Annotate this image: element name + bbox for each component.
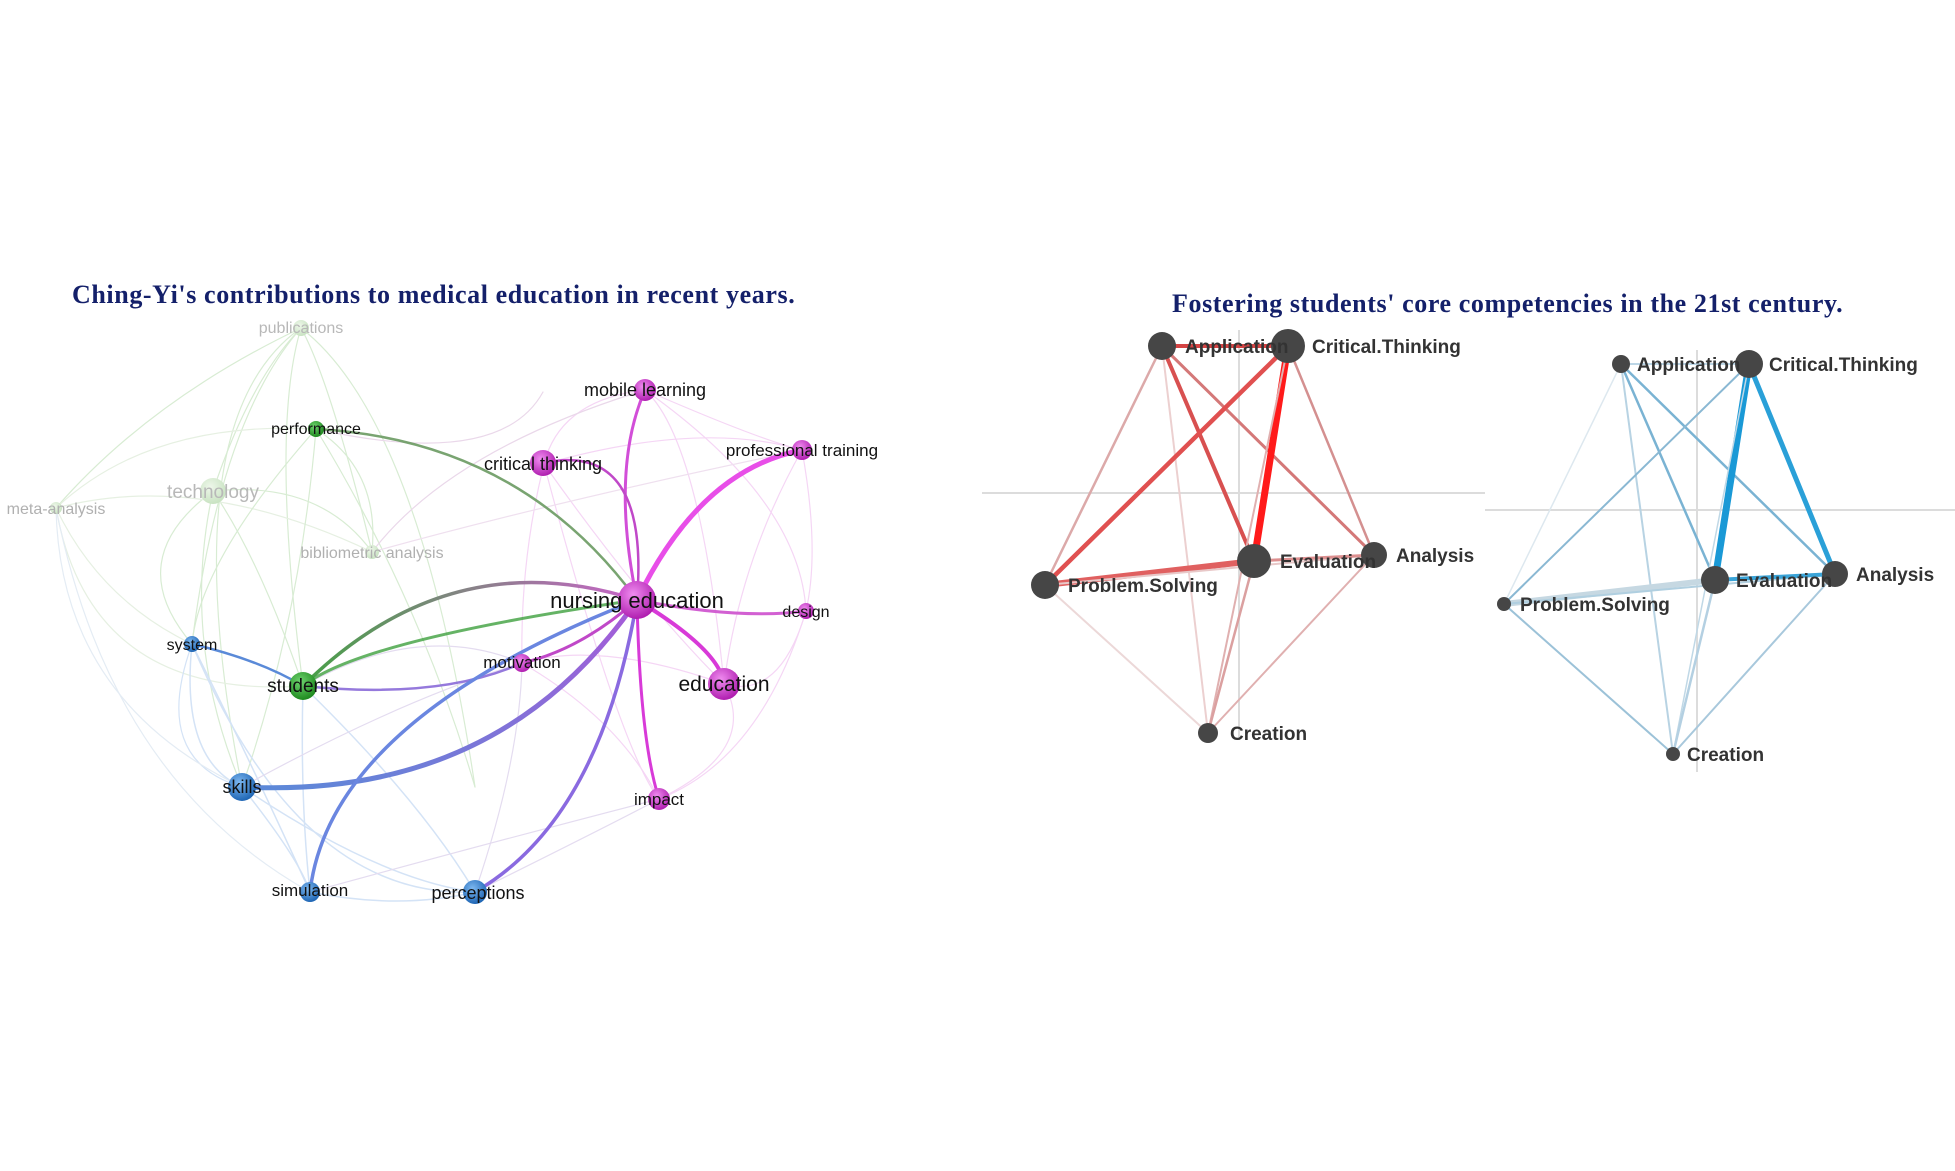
blue-label-application: Application — [1637, 355, 1740, 376]
faint-links — [55, 327, 813, 902]
left-panel-title: Ching-Yi's contributions to medical educ… — [72, 280, 796, 309]
label-critical-thinking: critical thinking — [484, 454, 602, 474]
node-publications — [293, 320, 309, 336]
label-perceptions: perceptions — [431, 883, 524, 903]
strong-links — [190, 388, 808, 894]
label-nursing-education: nursing education — [550, 588, 724, 613]
red-node-application — [1148, 332, 1176, 360]
node-critical-thinking — [530, 450, 556, 476]
node-system — [184, 636, 200, 652]
blue-network-labels: Application Critical.Thinking Analysis E… — [1520, 355, 1934, 766]
node-nursing-education — [618, 581, 656, 619]
competency-network-red: Application Critical.Thinking Analysis E… — [982, 329, 1485, 745]
label-mobile-learning: mobile learning — [584, 380, 706, 400]
label-professional-training: professional training — [726, 441, 878, 460]
blue-node-evaluation — [1701, 566, 1729, 594]
red-network-axes — [982, 330, 1485, 740]
node-professional-training — [792, 440, 812, 460]
blue-node-creation — [1666, 747, 1680, 761]
red-network-nodes — [1031, 329, 1387, 743]
network-nodes — [50, 320, 814, 904]
red-label-application: Application — [1185, 337, 1288, 358]
red-node-evaluation — [1237, 544, 1271, 578]
node-labels: publications performance technology meta… — [7, 320, 878, 903]
node-skills — [228, 773, 256, 801]
label-students: students — [267, 676, 339, 697]
node-technology — [200, 478, 226, 504]
red-node-analysis — [1361, 542, 1387, 568]
label-simulation: simulation — [272, 881, 349, 900]
right-panel-title: Fostering students' core competencies in… — [1172, 289, 1844, 318]
blue-node-application — [1612, 355, 1630, 373]
label-design: design — [782, 604, 829, 621]
label-performance: performance — [271, 421, 361, 438]
red-node-creation — [1198, 723, 1218, 743]
node-students — [289, 672, 317, 700]
node-meta-analysis — [50, 502, 62, 514]
label-impact: impact — [634, 790, 684, 809]
node-impact — [648, 788, 670, 810]
blue-label-problem-solving: Problem.Solving — [1520, 595, 1670, 616]
blue-label-critical-thinking: Critical.Thinking — [1769, 355, 1918, 376]
label-technology: technology — [167, 482, 259, 503]
node-design — [798, 603, 814, 619]
blue-label-evaluation: Evaluation — [1736, 571, 1832, 592]
red-label-evaluation: Evaluation — [1280, 552, 1376, 573]
node-bibliometric-analysis — [365, 545, 379, 559]
label-education: education — [678, 673, 769, 696]
label-publications: publications — [259, 320, 344, 337]
label-bibliometric-analysis: bibliometric analysis — [300, 545, 443, 562]
blue-label-creation: Creation — [1687, 745, 1764, 766]
label-system: system — [167, 637, 218, 654]
label-motivation: motivation — [483, 653, 560, 672]
blue-network-nodes — [1497, 350, 1848, 761]
blue-label-analysis: Analysis — [1856, 565, 1934, 586]
node-motivation — [513, 654, 531, 672]
red-network-labels: Application Critical.Thinking Analysis E… — [1068, 337, 1474, 745]
label-skills: skills — [223, 777, 262, 797]
red-label-problem-solving: Problem.Solving — [1068, 576, 1218, 597]
blue-node-problem-solving — [1497, 597, 1511, 611]
blue-node-analysis — [1822, 561, 1848, 587]
node-education — [708, 668, 740, 700]
red-network-edges — [1042, 342, 1376, 735]
red-label-analysis: Analysis — [1396, 546, 1474, 567]
node-perceptions — [463, 880, 487, 904]
node-performance — [308, 421, 324, 437]
label-meta-analysis: meta-analysis — [7, 501, 106, 518]
competency-network-blue: Application Critical.Thinking Analysis E… — [1485, 350, 1955, 772]
red-label-creation: Creation — [1230, 724, 1307, 745]
node-simulation — [300, 882, 320, 902]
blue-node-critical-thinking — [1735, 350, 1763, 378]
red-label-critical-thinking: Critical.Thinking — [1312, 337, 1461, 358]
blue-network-edges — [1501, 360, 1838, 756]
red-node-problem-solving — [1031, 571, 1059, 599]
red-node-critical-thinking — [1271, 329, 1305, 363]
node-mobile-learning — [634, 379, 656, 401]
